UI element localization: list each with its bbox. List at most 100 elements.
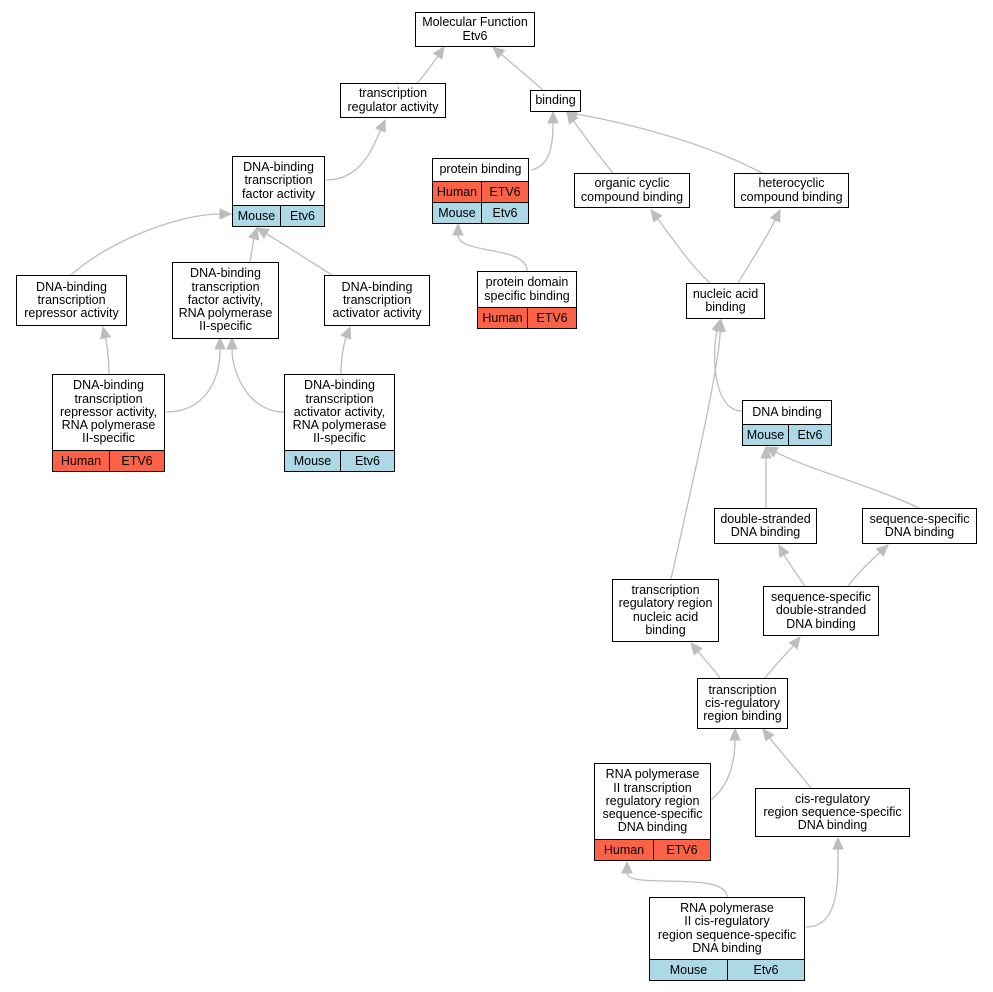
edge-line [340, 337, 347, 375]
species-label: Mouse [650, 960, 728, 980]
gene-label: Etv6 [753, 963, 779, 977]
edge-line [670, 330, 721, 580]
edge-line [572, 120, 614, 174]
edge-line [783, 554, 806, 587]
edge-line [416, 55, 439, 84]
edge-arrowhead [214, 336, 226, 350]
edge-dna-binding-tf-rnap2-to-dna-binding-tf-activity [248, 226, 260, 263]
edge-transcription-cis-regulatory-region-binding-to-sequence-specific-ds-dna-binding [764, 636, 801, 679]
species-label: Human [478, 308, 528, 328]
node-label: DNA-binding transcription activator acti… [332, 279, 422, 321]
node-dna-binding-tf-activity: DNA-binding transcription factor activit… [232, 156, 325, 227]
node-transcription-cis-regulatory-region-binding: transcription cis-regulatory region bind… [697, 678, 788, 729]
node-label: transcription regulatory region nucleic … [618, 583, 713, 637]
edge-arrowhead [875, 544, 889, 558]
edge-binding-to-molecular-function [492, 46, 544, 91]
edge-line [457, 234, 528, 272]
node-dna-binding-repressor: DNA-binding transcription repressor acti… [16, 275, 127, 326]
edge-line [70, 213, 221, 276]
edge-line [847, 551, 881, 587]
gene-label: ETV6 [666, 843, 698, 857]
edge-dna-binding-repressor-to-dna-binding-tf-activity [70, 208, 233, 276]
edge-dna-binding-to-nucleic-acid-binding [711, 318, 743, 412]
edge-arrowhead [764, 446, 779, 458]
node-label: sequence-specific DNA binding [869, 511, 970, 539]
gene-label: Etv6 [289, 209, 315, 223]
annotation-row-mouse: Mouse Etv6 [743, 424, 831, 445]
species-label: Mouse [743, 425, 789, 445]
edge-sequence-specific-ds-dna-binding-to-double-stranded-dna-binding [778, 543, 806, 587]
gene-label: ETV6 [121, 454, 153, 468]
edge-arrowhead [762, 728, 775, 742]
edge-protein-domain-specific-binding-to-protein-binding [452, 222, 528, 272]
node-sequence-specific-ds-dna-binding: sequence-specific double-stranded DNA bi… [763, 586, 879, 636]
node-label: protein binding [439, 162, 522, 177]
edge-line [231, 348, 285, 413]
edge-line [805, 848, 839, 928]
gene-label: Etv6 [492, 206, 518, 220]
species-label: Mouse [233, 206, 281, 226]
edge-dna-binding-tf-activity-to-transcription-regulator-activity [325, 118, 386, 181]
node-label: sequence-specific double-stranded DNA bi… [770, 590, 872, 631]
edge-arrowhead [621, 860, 633, 874]
gene-label: ETV6 [489, 185, 521, 199]
edge-arrowhead [760, 445, 772, 459]
edge-transcription-regulator-activity-to-molecular-function [416, 46, 445, 84]
edge-dna-binding-repressor-rnap2-to-dna-binding-repressor [99, 325, 112, 375]
edge-dna-binding-repressor-rnap2-to-dna-binding-tf-rnap2 [165, 336, 226, 413]
edge-arrowhead [492, 46, 506, 59]
node-cis-regulatory-region-ss-dna-binding: cis-regulatory region sequence-specific … [755, 788, 910, 837]
node-dna-binding-activator-rnap2: DNA-binding transcription activator acti… [284, 374, 395, 472]
edge-line [104, 337, 110, 375]
node-double-stranded-dna-binding: double-stranded DNA binding [714, 508, 817, 544]
edge-dna-binding-activator-rnap2-to-dna-binding-activator [340, 325, 352, 375]
node-label: organic cyclic compound binding [580, 176, 684, 204]
edge-organic-cyclic-compound-binding-to-binding [566, 111, 614, 174]
edge-line [626, 872, 728, 898]
edge-arrowhead [375, 118, 386, 133]
edge-arrowhead [432, 46, 445, 60]
edge-line [775, 451, 920, 509]
species-label: Mouse [433, 203, 482, 223]
edge-line [769, 737, 812, 789]
node-molecular-function: Molecular Function Etv6 [415, 12, 535, 47]
species-label: Human [595, 840, 654, 860]
node-label: RNA polymerase II cis-regulatory region … [657, 901, 797, 955]
annotation-row-mouse: Mouse Etv6 [650, 959, 804, 980]
edge-arrowhead [340, 325, 352, 340]
edge-transcription-cis-regulatory-region-binding-to-transcription-regulatory-region-na-binding [690, 642, 721, 679]
gene-label: Etv6 [797, 428, 823, 442]
node-label: DNA-binding transcription repressor acti… [59, 378, 157, 446]
species-label: Human [433, 182, 482, 202]
node-label: protein domain specific binding [484, 275, 570, 303]
edge-arrowhead [99, 325, 112, 340]
edge-line [325, 129, 382, 181]
edge-line [764, 645, 794, 679]
edge-arrowhead [255, 227, 270, 239]
edge-dna-binding-activator-to-dna-binding-tf-activity [255, 227, 333, 276]
annotation-row-human: Human ETV6 [53, 450, 164, 471]
node-label: binding [535, 93, 576, 108]
edge-line [500, 53, 544, 91]
edge-arrowhead [650, 209, 663, 223]
node-label: DNA binding [752, 404, 822, 419]
node-label: RNA polymerase II transcription regulato… [602, 767, 703, 835]
edge-sequence-specific-dna-binding-to-dna-binding [764, 446, 920, 509]
edge-line [657, 218, 711, 284]
edge-transcription-regulatory-region-na-binding-to-nucleic-acid-binding [670, 318, 727, 580]
annotation-row-mouse: Mouse Etv6 [433, 202, 528, 223]
node-label: nucleic acid binding [692, 286, 759, 314]
node-dna-binding-tf-rnap2: DNA-binding transcription factor activit… [172, 262, 279, 339]
node-rnap2-cis-regulatory-region-ss-dna-binding: RNA polymerase II cis-regulatory region … [649, 897, 805, 981]
node-label: cis-regulatory region sequence-specific … [763, 791, 902, 833]
edge-arrowhead [832, 836, 844, 850]
node-label: heterocyclic compound binding [740, 176, 843, 204]
node-sequence-specific-dna-binding: sequence-specific DNA binding [862, 508, 977, 544]
species-label: Human [53, 451, 110, 471]
node-label: DNA-binding transcription repressor acti… [24, 279, 119, 321]
edge-rnap2-cis-regulatory-region-ss-dna-binding-to-rnap2-transcription-regulatory-region-ss-dna-binding [621, 860, 728, 898]
